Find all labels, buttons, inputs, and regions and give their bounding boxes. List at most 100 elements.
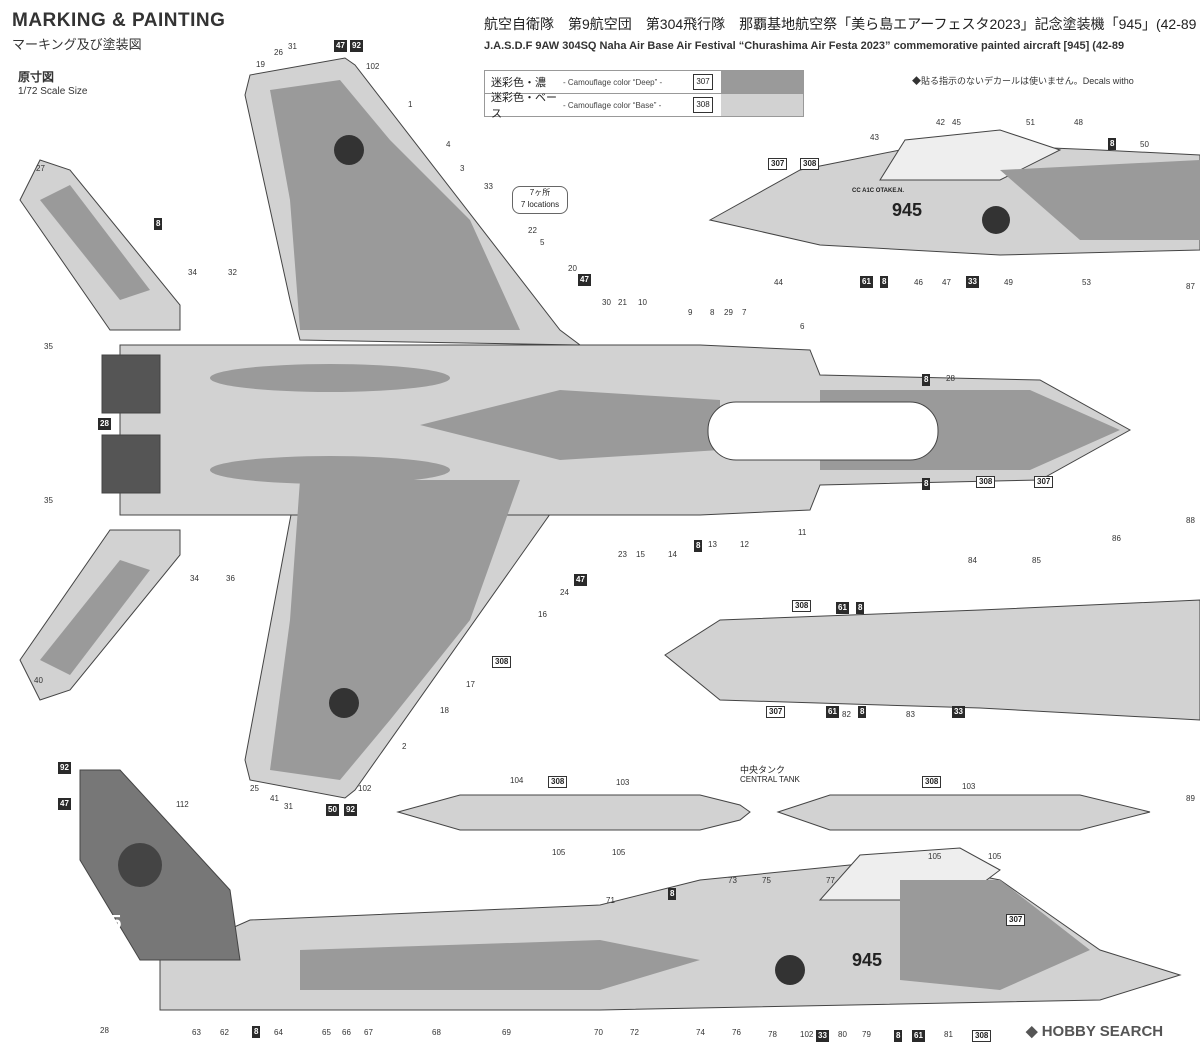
decal-code-dark: 33 bbox=[966, 276, 979, 288]
color-legend: 迷彩色・濃 - Camouflage color “Deep” - 307 迷彩… bbox=[484, 70, 804, 120]
decal-callout: 69 bbox=[502, 1028, 511, 1037]
decal-callout: 24 bbox=[560, 588, 569, 597]
decal-code-dark: 8 bbox=[922, 478, 931, 490]
decal-callout: 1 bbox=[408, 100, 413, 109]
decal-callout: 73 bbox=[728, 876, 737, 885]
watermark-logo: ◆ HOBBY SEARCH bbox=[1026, 1023, 1164, 1040]
decal-callout: 105 bbox=[988, 852, 1002, 861]
decal-callout: 65 bbox=[322, 1028, 331, 1037]
decal-code-dark: 47 bbox=[334, 40, 347, 52]
decal-callout: 75 bbox=[762, 876, 771, 885]
decal-callout: 14 bbox=[668, 550, 677, 559]
roundel-upper-wing bbox=[334, 135, 364, 165]
decal-code-dark: 61 bbox=[912, 1030, 925, 1042]
decal-callout: 72 bbox=[630, 1028, 639, 1037]
page-title: MARKING & PAINTING bbox=[12, 10, 226, 31]
paint-code-box: 308 bbox=[976, 476, 996, 488]
decal-callout: 41 bbox=[270, 794, 279, 803]
decal-callout: 6 bbox=[800, 322, 805, 331]
bottom-view-fuselage bbox=[664, 599, 1200, 721]
decal-callout: 64 bbox=[274, 1028, 283, 1037]
decal-code-dark: 61 bbox=[826, 706, 839, 718]
tail-art bbox=[118, 843, 162, 887]
decal-callout: 30 bbox=[602, 298, 611, 307]
roundel-side-lower bbox=[775, 955, 805, 985]
camo-patch bbox=[270, 80, 520, 330]
decal-callout: 5 bbox=[540, 238, 545, 247]
decal-callout: 85 bbox=[1032, 556, 1041, 565]
decal-callout: 18 bbox=[440, 706, 449, 715]
decal-callout: 82 bbox=[842, 710, 851, 719]
legend-row-deep: 迷彩色・濃 - Camouflage color “Deep” - 307 bbox=[484, 70, 804, 93]
decal-callout: 26 bbox=[274, 48, 283, 57]
decal-callout: 68 bbox=[432, 1028, 441, 1037]
decal-code-dark: 8 bbox=[154, 218, 163, 230]
decal-callout: 89 bbox=[1186, 794, 1195, 803]
decal-callout: 35 bbox=[44, 342, 53, 351]
decal-callout: 19 bbox=[256, 60, 265, 69]
pilot-name: CC A1C OTAKE.N. bbox=[852, 188, 905, 194]
decal-callout: 76 bbox=[732, 1028, 741, 1037]
paint-code-box: 308 bbox=[922, 776, 942, 788]
camo-patch bbox=[40, 185, 150, 300]
decal-callout: 34 bbox=[190, 574, 199, 583]
paint-code-box: 308 bbox=[548, 776, 568, 788]
decal-code-dark: 8 bbox=[668, 888, 677, 900]
decal-callout: 25 bbox=[250, 784, 259, 793]
decal-callout: 7 bbox=[742, 308, 747, 317]
decal-callout: 34 bbox=[188, 268, 197, 277]
paint-code-box: 307 bbox=[1006, 914, 1026, 926]
decal-callout: 44 bbox=[774, 278, 783, 287]
decal-callout: 50 bbox=[1140, 140, 1149, 149]
canopy-upper bbox=[879, 129, 1062, 181]
decal-callout: 42 bbox=[936, 118, 945, 127]
decal-callout: 102 bbox=[358, 784, 372, 793]
camo-patch bbox=[210, 456, 450, 484]
decal-callout: 32 bbox=[228, 268, 237, 277]
legend-code: 307 bbox=[693, 74, 713, 90]
paint-code-box: 307 bbox=[1034, 476, 1054, 488]
paint-code-box: 308 bbox=[800, 158, 820, 170]
decal-callout: 47 bbox=[942, 278, 951, 287]
decal-callout: 8 bbox=[710, 308, 715, 317]
decal-callout: 12 bbox=[740, 540, 749, 549]
camo-patch bbox=[270, 480, 520, 780]
decal-callout: 81 bbox=[944, 1030, 953, 1039]
decal-code-dark: 8 bbox=[856, 602, 865, 614]
decal-code-dark: 92 bbox=[58, 762, 71, 774]
decal-callout: 28 bbox=[946, 374, 955, 383]
decal-callout: 74 bbox=[696, 1028, 705, 1037]
central-tank-en: CENTRAL TANK bbox=[740, 775, 800, 784]
decal-callout: 104 bbox=[510, 776, 524, 785]
camo-patch bbox=[900, 880, 1090, 990]
decal-callout: 51 bbox=[1026, 118, 1035, 127]
scale-label-en: 1/72 Scale Size bbox=[18, 86, 88, 97]
decal-code-dark: 33 bbox=[816, 1030, 829, 1042]
decal-callout: 78 bbox=[768, 1030, 777, 1039]
decal-callout: 70 bbox=[594, 1028, 603, 1037]
decal-callout: 16 bbox=[538, 610, 547, 619]
decal-callout: 77 bbox=[826, 876, 835, 885]
decal-code-dark: 8 bbox=[858, 706, 867, 718]
decal-callout: 103 bbox=[962, 782, 976, 791]
decal-code-dark: 92 bbox=[344, 804, 357, 816]
decal-callout: 31 bbox=[284, 802, 293, 811]
decal-code-dark: 61 bbox=[836, 602, 849, 614]
decal-code-dark: 33 bbox=[952, 706, 965, 718]
roundel-lower-wing bbox=[329, 688, 359, 718]
camo-patch bbox=[1000, 160, 1200, 240]
decal-callout: 80 bbox=[838, 1030, 847, 1039]
decal-callout: 17 bbox=[466, 680, 475, 689]
decal-callout: 27 bbox=[36, 164, 45, 173]
central-tank-jp: 中央タンク bbox=[740, 765, 786, 775]
decal-callout: 105 bbox=[928, 852, 942, 861]
locations-bubble: 7ヶ所 7 locations bbox=[512, 186, 568, 214]
decal-callout: 84 bbox=[968, 556, 977, 565]
decal-code-dark: 8 bbox=[694, 540, 703, 552]
legend-swatch-base bbox=[721, 94, 803, 116]
camo-patch bbox=[210, 364, 450, 392]
page-subtitle: マーキング及び塗装図 bbox=[12, 37, 142, 52]
legend-label-jp: 迷彩色・ベース bbox=[491, 92, 557, 120]
decal-callout: 112 bbox=[176, 800, 189, 809]
legend-label-en: - Camouflage color “Base” - bbox=[563, 100, 662, 110]
